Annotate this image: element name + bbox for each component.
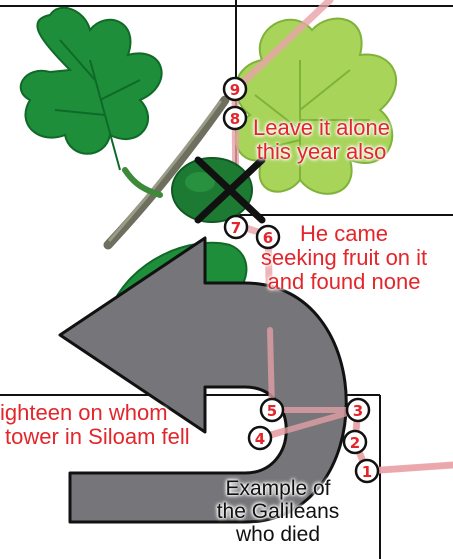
- label-leave-it-alone: Leave it alone this year also: [253, 116, 390, 164]
- svg-text:2: 2: [350, 434, 360, 452]
- fig-fruit-icon: [172, 158, 252, 222]
- label-came-line-2: seeking fruit on it: [236, 246, 452, 270]
- marker-4: 4: [249, 427, 271, 449]
- marker-2: 2: [344, 431, 366, 453]
- marker-5: 5: [261, 399, 283, 421]
- label-galileans-line-2: the Galileans: [188, 500, 368, 523]
- label-galileans: Example of the Galileans who died: [188, 477, 368, 546]
- label-leave-line-1: Leave it alone: [253, 116, 390, 140]
- marker-8: 8: [224, 107, 246, 129]
- dark-leaf-icon: [21, 8, 162, 170]
- label-came-line-1: He came: [236, 222, 452, 246]
- label-he-came: He came seeking fruit on it and found no…: [236, 222, 452, 294]
- svg-text:8: 8: [230, 110, 240, 128]
- label-eighteen-line-2: tower in Siloam fell: [0, 425, 190, 449]
- label-leave-line-2: this year also: [253, 140, 390, 164]
- svg-text:9: 9: [230, 81, 240, 99]
- label-eighteen-siloam: ighteen on whom tower in Siloam fell: [0, 401, 190, 449]
- svg-text:4: 4: [255, 430, 265, 448]
- light-leaf-icon: [236, 19, 396, 194]
- label-came-line-3: and found none: [236, 270, 452, 294]
- svg-text:3: 3: [353, 402, 363, 420]
- svg-text:5: 5: [267, 402, 277, 420]
- label-galileans-line-3: who died: [188, 523, 368, 546]
- label-galileans-line-1: Example of: [188, 477, 368, 500]
- label-eighteen-line-1: ighteen on whom: [0, 401, 190, 425]
- marker-9: 9: [224, 78, 246, 100]
- marker-3: 3: [347, 399, 369, 421]
